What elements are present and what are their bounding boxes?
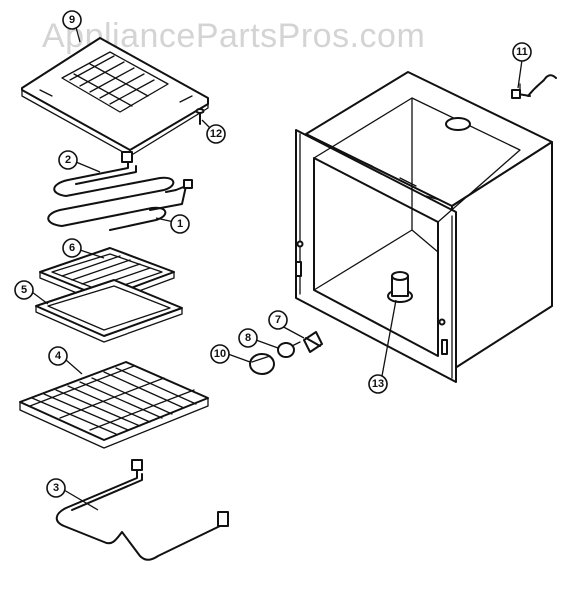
callout-3-label: 3 <box>53 482 59 494</box>
callout-1: 1 <box>170 214 190 234</box>
callout-9-label: 9 <box>69 14 75 26</box>
part-11-sensor[interactable] <box>511 74 557 99</box>
callout-13-label: 13 <box>372 378 384 390</box>
callout-8: 8 <box>238 328 258 348</box>
part-9-top-panel[interactable] <box>21 37 209 157</box>
callout-5: 5 <box>14 280 34 300</box>
part-5-broil-pan[interactable] <box>35 279 183 343</box>
part-7-light-socket[interactable] <box>303 331 323 353</box>
callout-13: 13 <box>368 374 388 394</box>
part-8-light-bulb[interactable] <box>277 341 301 358</box>
callout-3: 3 <box>46 478 66 498</box>
callout-11: 11 <box>512 42 532 62</box>
callout-12-label: 12 <box>210 128 222 140</box>
part-10-light-lens[interactable] <box>249 353 275 375</box>
part-4-oven-rack[interactable] <box>19 361 209 449</box>
callout-6-label: 6 <box>69 242 75 254</box>
callout-9: 9 <box>62 10 82 30</box>
callout-10: 10 <box>210 344 230 364</box>
part-6-broil-pan-grid[interactable] <box>39 247 175 305</box>
callout-1-label: 1 <box>177 218 183 230</box>
callout-6: 6 <box>62 238 82 258</box>
part-2-broil-element[interactable] <box>47 151 193 231</box>
callout-4: 4 <box>48 346 68 366</box>
part-12-screw[interactable] <box>195 108 205 125</box>
callout-4-label: 4 <box>55 350 62 362</box>
callout-7-label: 7 <box>275 314 281 326</box>
part-3-bake-element[interactable] <box>55 459 229 561</box>
callout-5-label: 5 <box>21 284 27 296</box>
callout-2-label: 2 <box>65 154 71 166</box>
callout-12: 12 <box>206 124 226 144</box>
oven-cavity[interactable] <box>295 71 553 383</box>
callout-7: 7 <box>268 310 288 330</box>
callout-11-label: 11 <box>516 46 528 58</box>
callout-10-label: 10 <box>214 348 226 360</box>
callout-2: 2 <box>58 150 78 170</box>
callout-8-label: 8 <box>245 332 251 344</box>
